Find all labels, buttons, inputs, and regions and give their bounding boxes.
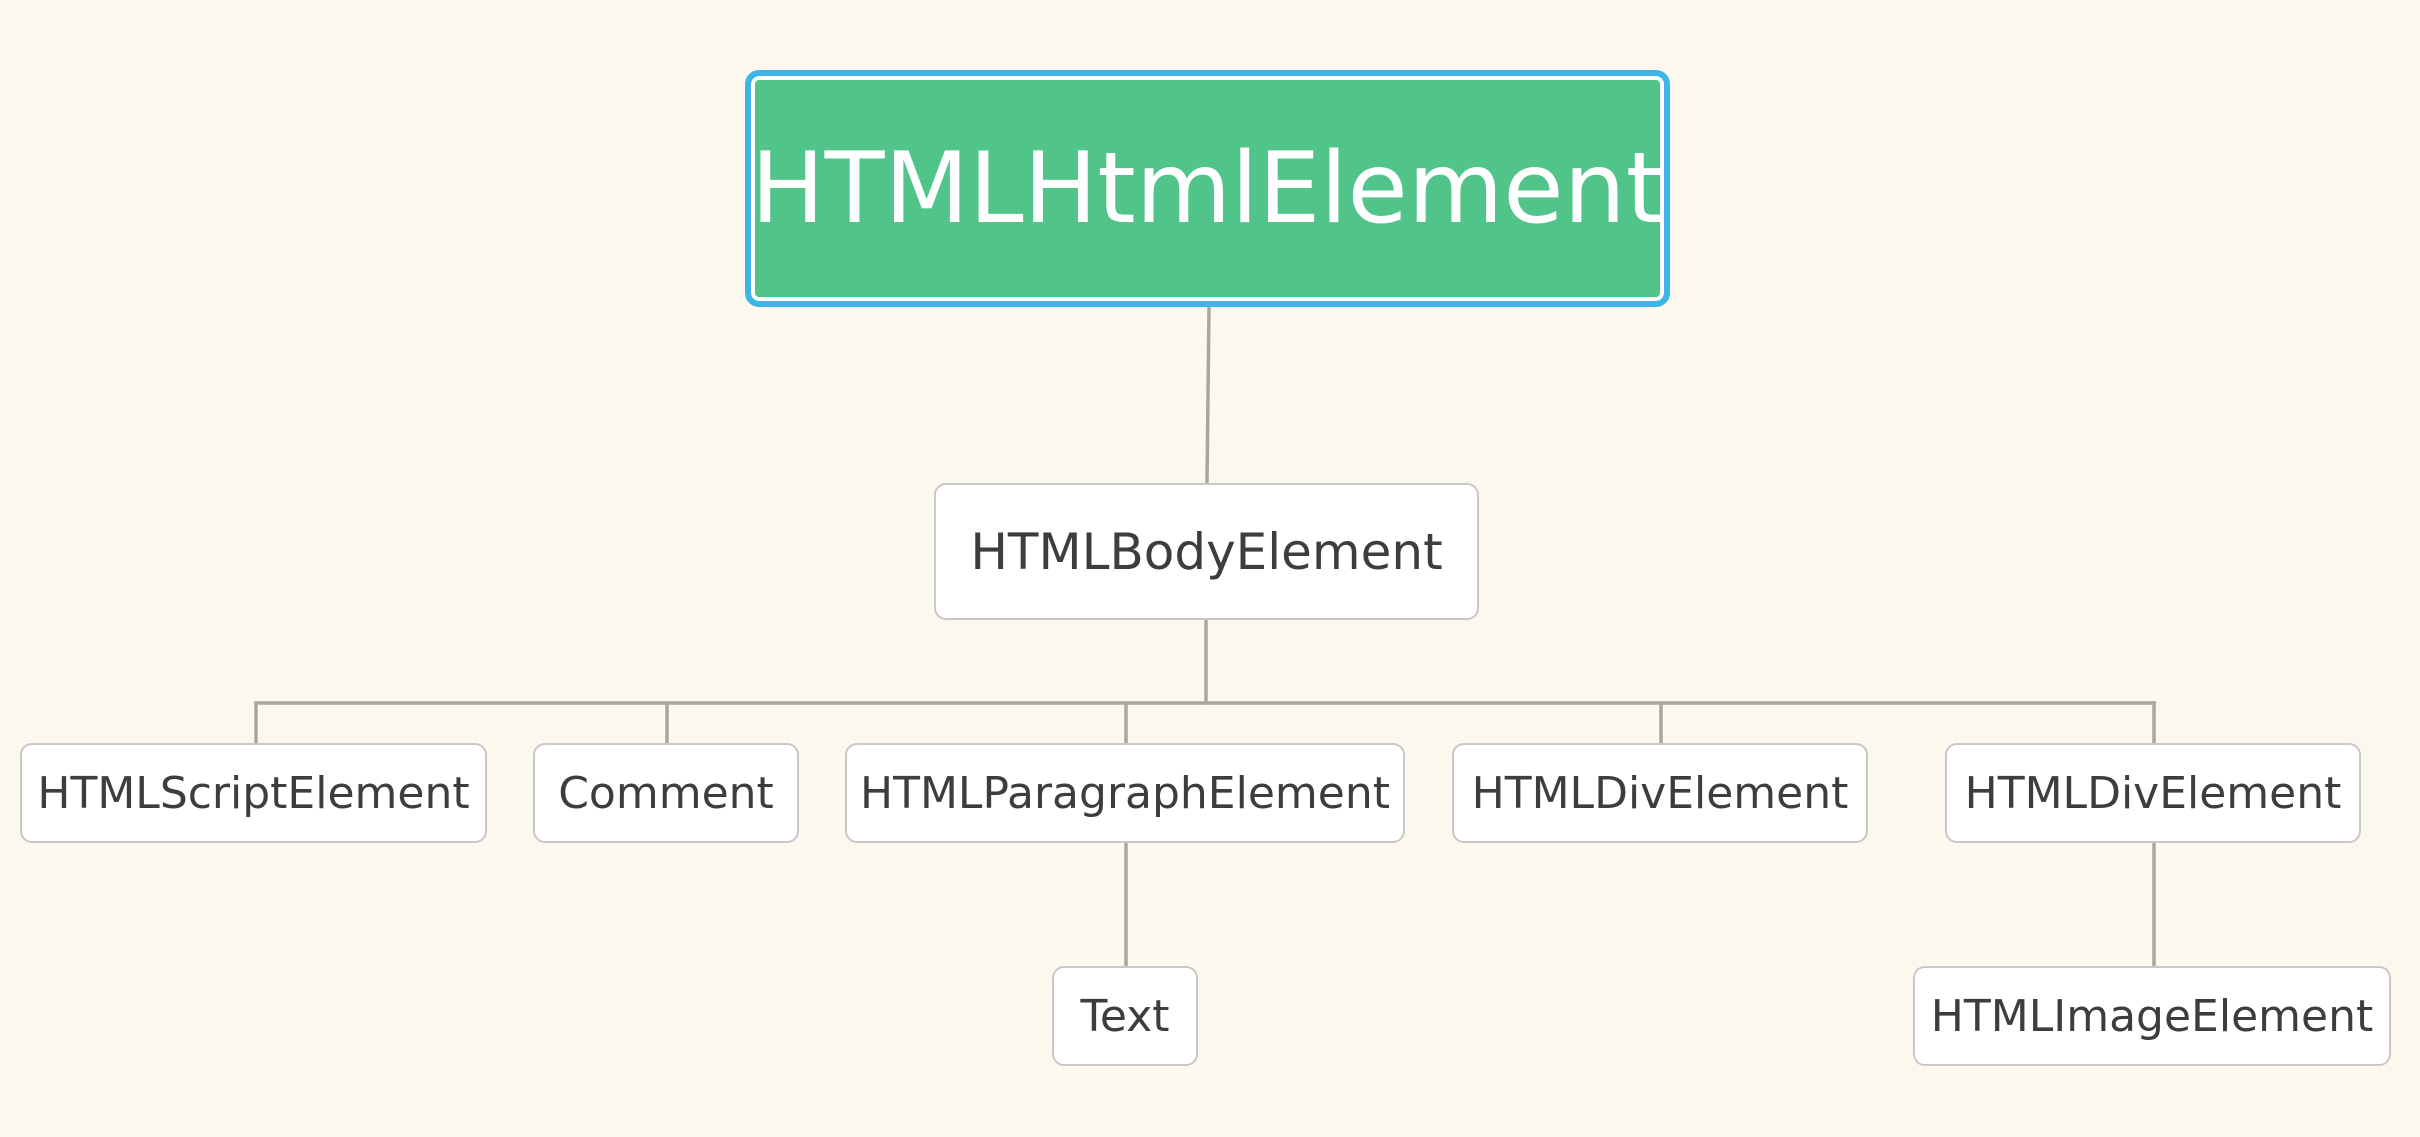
node-html-script-element[interactable]: HTMLScriptElement	[20, 743, 487, 843]
node-label: HTMLImageElement	[1930, 990, 2374, 1042]
node-text[interactable]: Text	[1052, 966, 1198, 1066]
node-label: Comment	[558, 767, 774, 819]
node-html-paragraph-element[interactable]: HTMLParagraphElement	[845, 743, 1405, 843]
node-comment[interactable]: Comment	[533, 743, 799, 843]
node-label: HTMLHtmlElement	[750, 131, 1665, 246]
node-html-body-element[interactable]: HTMLBodyElement	[934, 483, 1479, 620]
node-label: Text	[1080, 990, 1170, 1042]
edge-root-body	[1205, 305, 1211, 485]
node-html-div-element-first[interactable]: HTMLDivElement	[1452, 743, 1868, 843]
node-html-image-element[interactable]: HTMLImageElement	[1913, 966, 2391, 1066]
node-label: HTMLBodyElement	[970, 522, 1443, 581]
node-label: HTMLDivElement	[1471, 767, 1849, 819]
node-label: HTMLParagraphElement	[860, 767, 1390, 819]
node-label: HTMLScriptElement	[37, 767, 470, 819]
node-label: HTMLDivElement	[1964, 767, 2342, 819]
node-html-html-element[interactable]: HTMLHtmlElement	[745, 70, 1670, 307]
node-html-div-element-second[interactable]: HTMLDivElement	[1945, 743, 2361, 843]
